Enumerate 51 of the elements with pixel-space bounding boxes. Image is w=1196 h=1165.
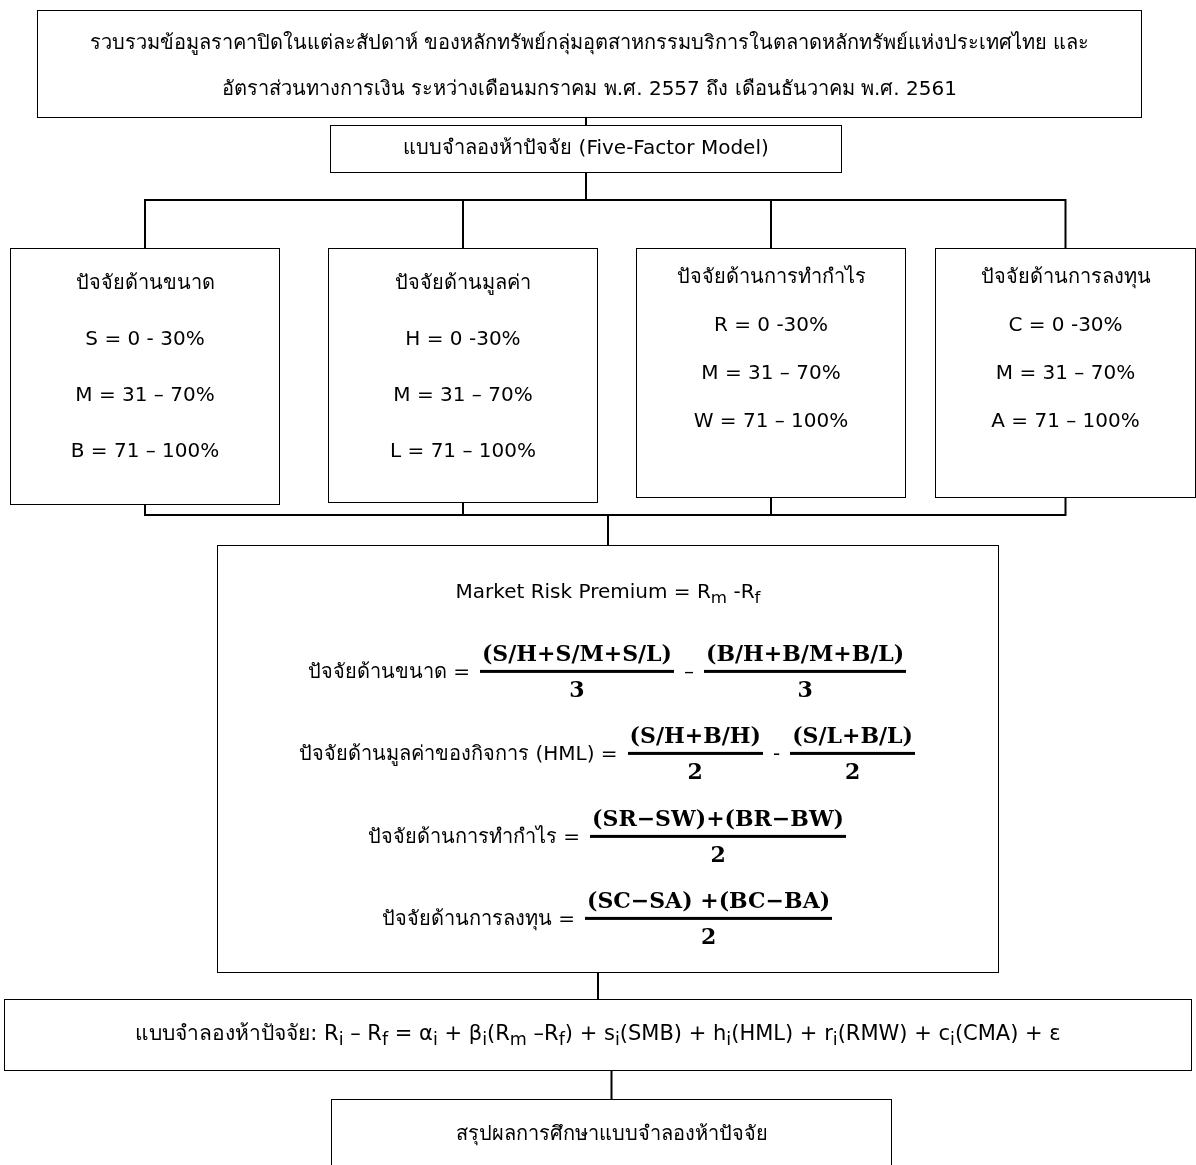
denominator: 2 — [710, 839, 726, 869]
box-heading: ปัจจัยด้านการทำกำไร — [675, 263, 867, 290]
box-heading: ปัจจัยด้านขนาด — [74, 269, 216, 296]
box-text: แบบจำลองห้าปัจจัย: R$_{i}$ – R$_{f}$ = α$_{i}$ + β$_{i}$(R$_{m}$ –R$_{f}$) + s$_{i}$(SMB) + h$_{i}$(HML) + r$_{i}$(RMW) + c$_{i}$(CMA) + ε — [134, 1020, 1062, 1052]
denominator: 3 — [569, 674, 585, 704]
box-text: S = 0 - 30% — [84, 325, 206, 352]
process-box — [330, 125, 842, 173]
box-text: W = 71 – 100% — [692, 407, 850, 434]
process-box — [328, 248, 598, 503]
formula-text: Market Risk Premium = R$_{m}$ -R$_{f}$ — [455, 579, 761, 607]
process-box — [37, 10, 1142, 118]
box-text: รวบรวมข้อมูลราคาปิดในแต่ละสัปดาห์ ของหลักทรัพย์กลุ่มอุตสาหกรรมบริการในตลาดหลักทรัพย์แห่งประเทศไทย และอัตราส่วนทางการเงิน ระหว่างเดือนมกราคม พ.ศ. 2557 ถึง เดือนธันวาคม พ.ศ. 2561 — [88, 29, 1091, 102]
numerator: (SR−SW)+(BR−BW) — [590, 803, 846, 838]
numerator: (S/H+B/H) — [627, 720, 763, 755]
process-box — [935, 248, 1196, 498]
box-text: แบบจำลองห้าปัจจัย (Five-Factor Model) — [402, 134, 770, 161]
equation-box — [4, 999, 1192, 1071]
box-text: สรุปผลการศึกษาแบบจำลองห้าปัจจัย — [454, 1120, 769, 1148]
denominator: 3 — [797, 674, 813, 704]
box-text: B = 71 – 100% — [69, 437, 221, 464]
formula-text: ปัจจัยด้านขนาด = — [307, 658, 470, 685]
denominator: 2 — [700, 921, 717, 951]
connector-line — [597, 972, 599, 1000]
denominator: 2 — [687, 756, 703, 786]
box-text: L = 71 – 100% — [389, 437, 537, 464]
box-text: C = 0 -30% — [1007, 311, 1124, 338]
box-text: M = 31 – 70% — [700, 359, 842, 386]
box-text: M = 31 – 70% — [392, 381, 534, 408]
box-heading: ปัจจัยด้านมูลค่า — [394, 269, 532, 297]
formula-text: - — [772, 741, 781, 765]
box-text: R = 0 -30% — [712, 311, 830, 338]
connector-line — [610, 1070, 613, 1100]
box-text: H = 0 -30% — [404, 325, 522, 352]
process-box — [636, 248, 906, 498]
numerator: (S/H+S/M+S/L) — [479, 638, 674, 673]
formula-text: ปัจจัยด้านมูลค่าของกิจการ (HML) = — [299, 740, 618, 768]
connector-line — [585, 117, 587, 126]
box-text: M = 31 – 70% — [74, 381, 216, 408]
formula-text: ปัจจัยด้านการทำกำไร = — [368, 823, 581, 850]
formula-text: ปัจจัยด้านการลงทุน = — [381, 905, 575, 933]
box-heading: ปัจจัยด้านการลงทุน — [979, 263, 1152, 291]
numerator: (S/L+B/L) — [790, 720, 915, 755]
formula-box — [217, 545, 999, 973]
box-text: M = 31 – 70% — [994, 359, 1137, 386]
numerator: (B/H+B/M+B/L) — [704, 638, 907, 673]
process-box — [331, 1099, 892, 1165]
numerator: (SC−SA) +(BC−BA) — [585, 885, 833, 920]
formula-text: – — [684, 659, 694, 683]
box-text: A = 71 – 100% — [990, 407, 1141, 434]
denominator: 2 — [844, 756, 861, 786]
process-box — [10, 248, 280, 505]
